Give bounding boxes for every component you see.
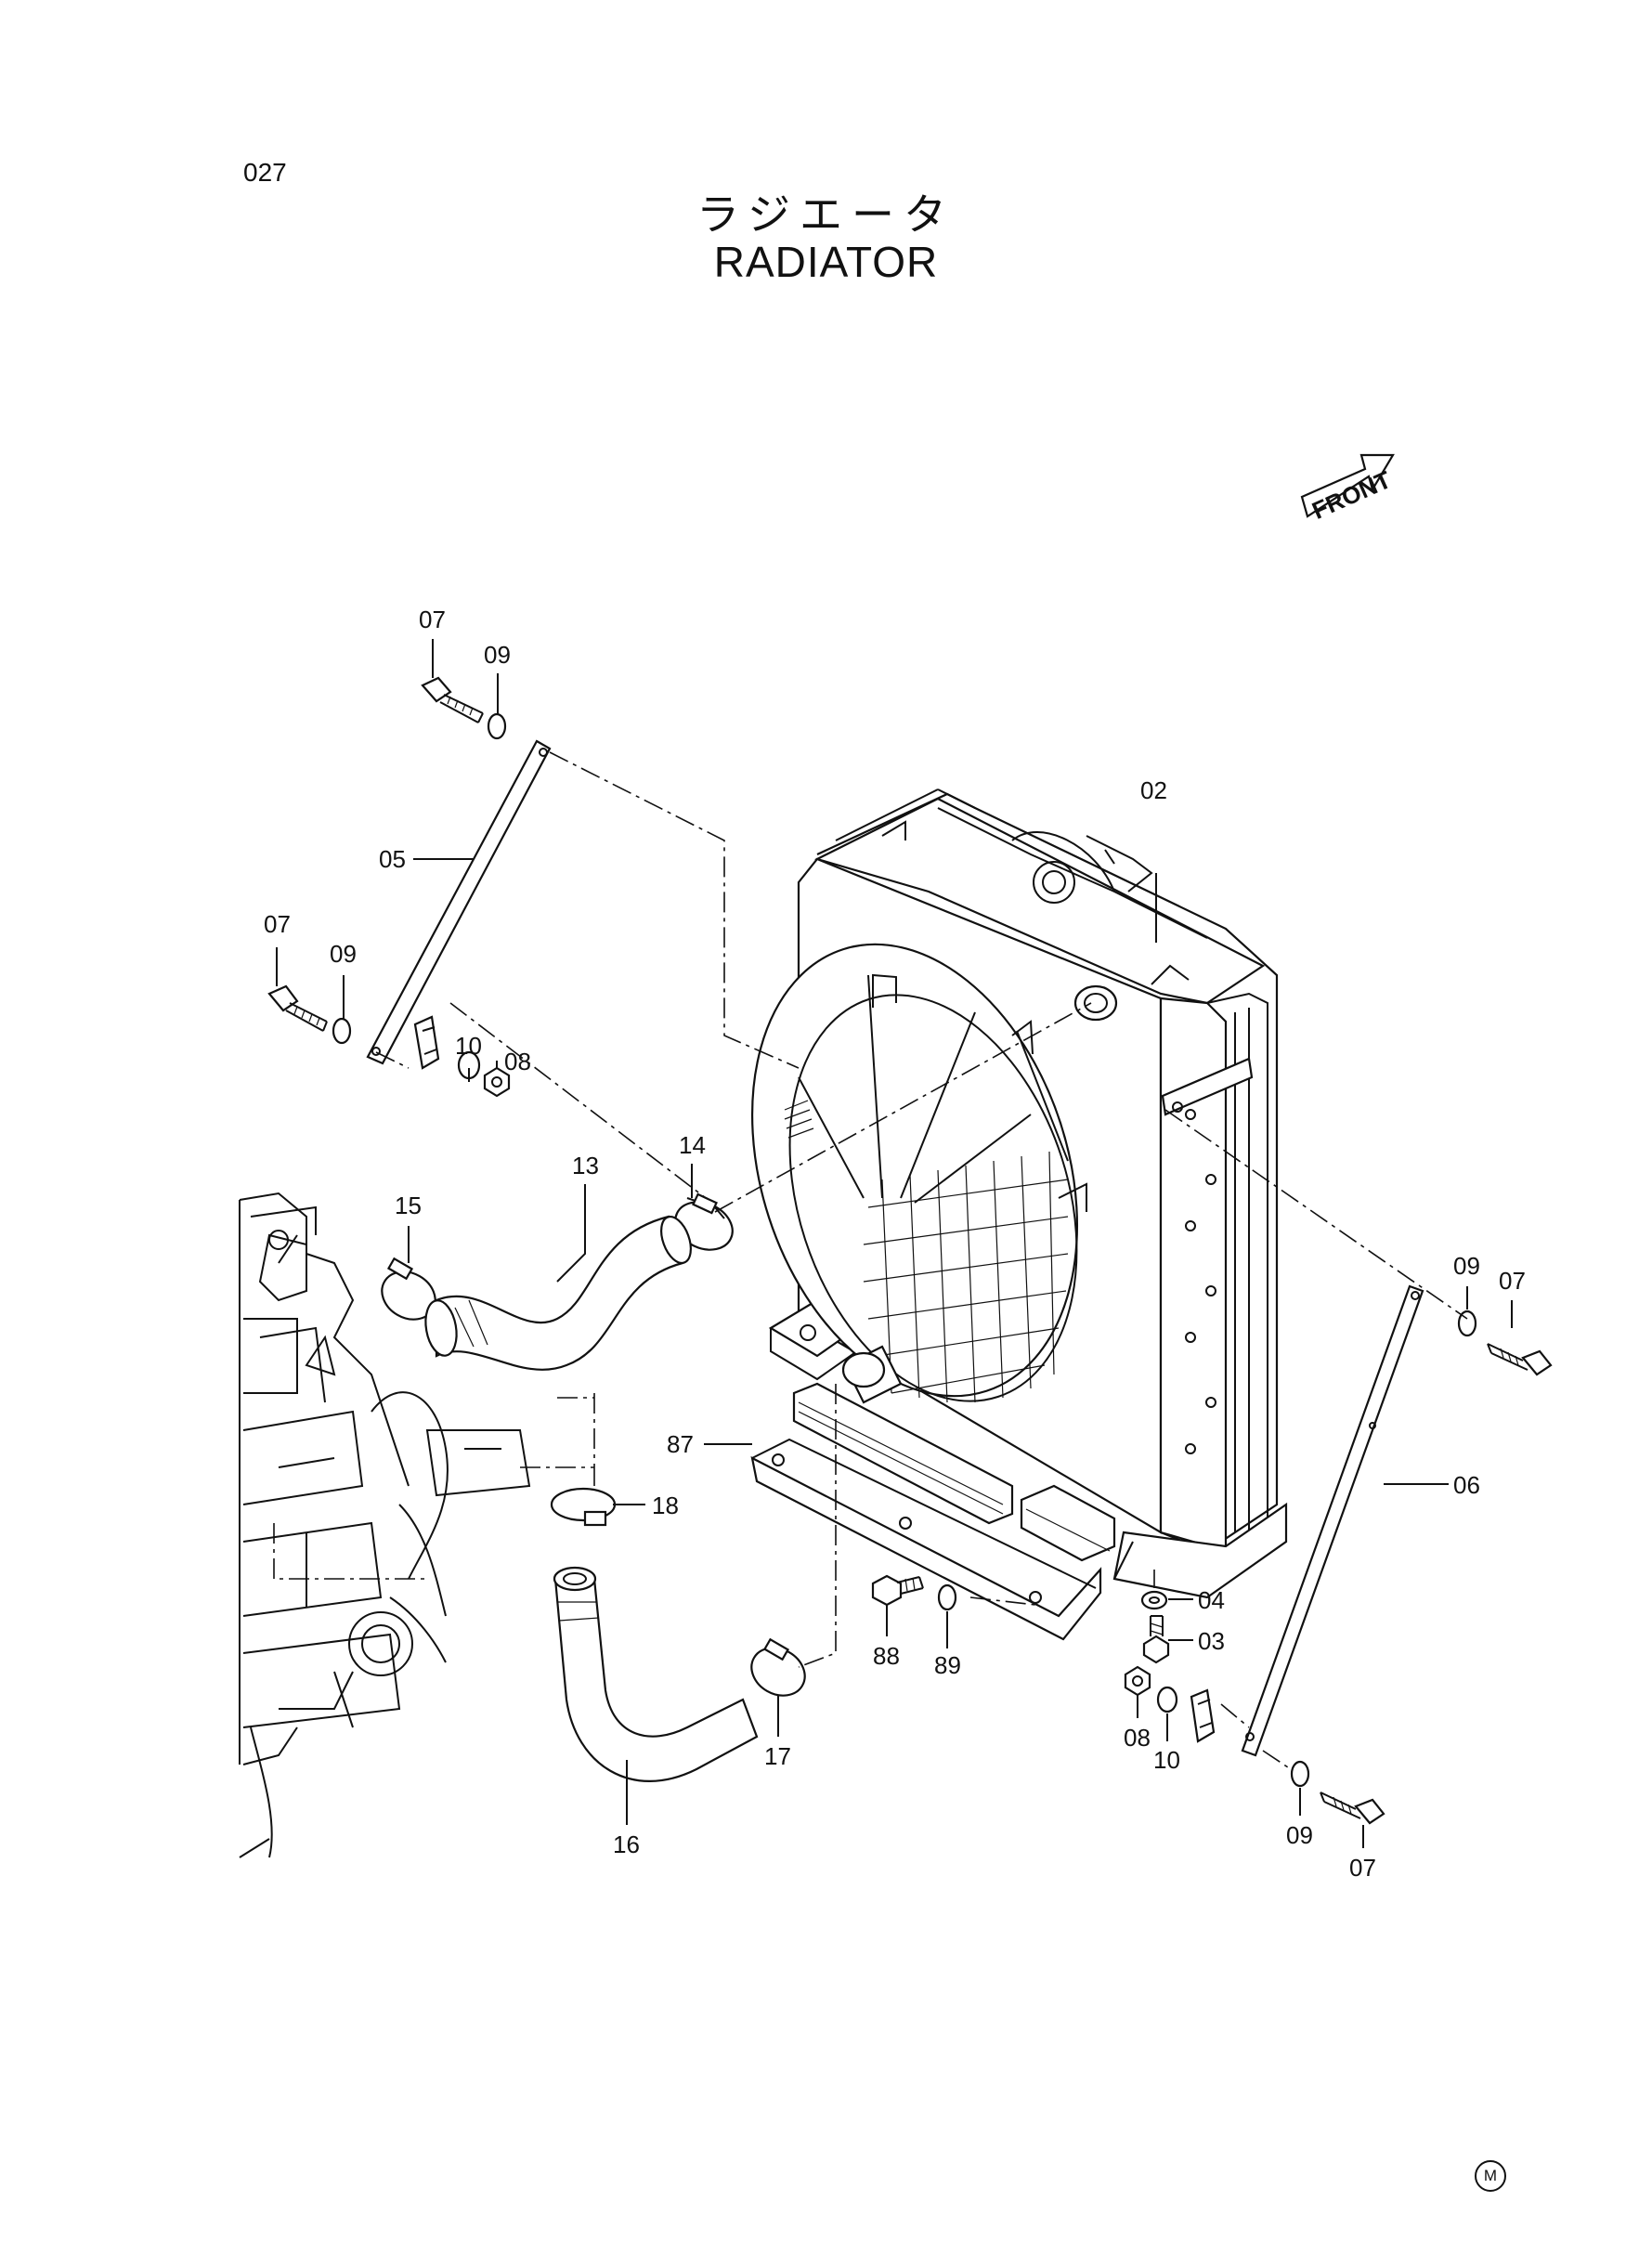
callout-labels: 07 09 02 05 07 09 10 08 14 13 15 09 07 8… xyxy=(264,606,1526,1882)
callout-08-right: 08 xyxy=(1124,1724,1151,1752)
m-marker-icon: M xyxy=(1475,2160,1506,2192)
callout-10-right: 10 xyxy=(1153,1746,1180,1774)
washer-09-bottom xyxy=(1290,1760,1310,1788)
callout-07-top: 07 xyxy=(419,606,446,633)
callout-04: 04 xyxy=(1198,1586,1225,1614)
bolt-07-right xyxy=(1487,1343,1553,1376)
hose-clamp-18 xyxy=(550,1487,617,1527)
front-arrow-icon: FRONT xyxy=(1300,453,1395,525)
lower-hose-16 xyxy=(553,1566,759,1782)
core-grille xyxy=(863,1151,1069,1403)
hose-clamp-17 xyxy=(750,1637,806,1697)
washer-10-right xyxy=(1156,1686,1178,1713)
clip-10-right xyxy=(1190,1688,1216,1743)
stay-rod-05 xyxy=(366,739,552,1065)
page-number: 027 xyxy=(243,158,287,187)
washer-09-right xyxy=(1457,1309,1477,1337)
engine-outline xyxy=(239,1192,595,1858)
callout-88: 88 xyxy=(873,1642,900,1670)
callout-07-bottom: 07 xyxy=(1349,1854,1376,1882)
callout-18: 18 xyxy=(652,1492,679,1519)
callout-09-right: 09 xyxy=(1453,1252,1480,1280)
callout-89: 89 xyxy=(934,1651,961,1679)
callout-03: 03 xyxy=(1198,1627,1225,1655)
fan-shroud xyxy=(750,943,1087,1403)
washer-04 xyxy=(1140,1590,1168,1610)
clip-10-left xyxy=(413,1015,440,1070)
bolt-07-top xyxy=(421,676,484,723)
bolt-88 xyxy=(871,1574,924,1607)
callout-09-bottom: 09 xyxy=(1286,1821,1313,1849)
callout-13: 13 xyxy=(572,1152,599,1179)
lower-outlet xyxy=(841,1345,903,1404)
bolt-03 xyxy=(1142,1615,1170,1664)
callout-07-left: 07 xyxy=(264,910,291,938)
bolt-07-bottom xyxy=(1320,1791,1385,1825)
assembly-center-lines xyxy=(375,751,1468,1770)
washer-09-top xyxy=(487,712,507,740)
title-japanese: ラジエータ xyxy=(696,189,956,240)
upper-outlet xyxy=(1073,984,1118,1022)
callout-17: 17 xyxy=(764,1742,791,1770)
callout-10-left: 10 xyxy=(455,1032,482,1060)
callout-05: 05 xyxy=(379,845,406,873)
washer-89 xyxy=(937,1583,957,1611)
callout-02: 02 xyxy=(1140,776,1167,804)
washer-09-left xyxy=(332,1017,352,1045)
bottom-support xyxy=(750,1382,1116,1641)
callout-15: 15 xyxy=(395,1192,422,1219)
callout-87: 87 xyxy=(667,1430,694,1458)
leader-lines xyxy=(276,639,1513,1848)
bolt-07-left xyxy=(267,984,328,1032)
callout-08-left: 08 xyxy=(504,1048,531,1075)
nut-08-right xyxy=(1124,1665,1151,1697)
callout-07-right: 07 xyxy=(1499,1267,1526,1295)
callout-06: 06 xyxy=(1453,1471,1480,1499)
stay-rod-06 xyxy=(1241,1284,1424,1757)
title-english: RADIATOR xyxy=(713,238,939,286)
callout-09-left: 09 xyxy=(330,940,357,968)
upper-hose-13 xyxy=(424,1215,692,1371)
callout-09-top: 09 xyxy=(484,641,511,669)
side-bolt-holes xyxy=(1185,1109,1216,1454)
callout-14: 14 xyxy=(679,1131,706,1159)
callout-16: 16 xyxy=(613,1831,640,1858)
